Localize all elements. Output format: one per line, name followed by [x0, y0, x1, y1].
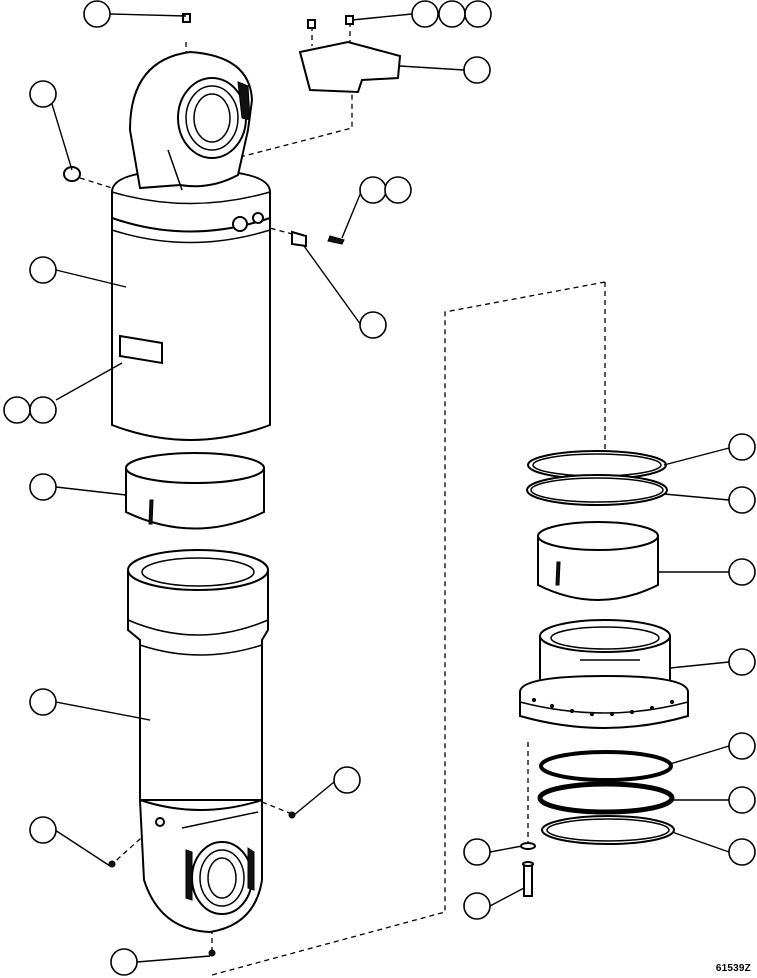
callout-circle — [29, 473, 57, 501]
cap-screws — [182, 13, 354, 29]
callout-circle — [29, 80, 57, 108]
leader-lines — [51, 13, 730, 963]
callout-circle — [359, 176, 387, 204]
callout-circle — [83, 0, 111, 28]
callout-circle — [29, 396, 57, 424]
rod-assembly — [108, 549, 296, 957]
callout-circle — [728, 786, 756, 814]
wear-band-left — [125, 452, 265, 530]
callout-circle — [384, 176, 412, 204]
callout-circle — [333, 766, 361, 794]
drawing-id-label: 61539Z — [715, 963, 751, 974]
callout-circle — [359, 311, 387, 339]
callout-circle — [728, 433, 756, 461]
callout-circle — [728, 838, 756, 866]
barrel-assembly — [63, 50, 345, 441]
callout-circle — [464, 0, 492, 28]
callout-circle — [29, 816, 57, 844]
callout-circle — [728, 732, 756, 760]
callout-circle — [438, 0, 466, 28]
callout-circle — [29, 688, 57, 716]
piston-bolt-holes — [531, 697, 675, 717]
alignment-lines — [79, 22, 606, 976]
callout-circle — [728, 558, 756, 586]
callout-circle — [463, 892, 491, 920]
piston-seal-stack — [519, 450, 689, 897]
callout-circle — [463, 56, 491, 84]
cover-bracket — [298, 40, 402, 94]
callout-circle — [463, 838, 491, 866]
callouts — [3, 0, 756, 976]
callout-circle — [29, 256, 57, 284]
callout-circle — [3, 396, 31, 424]
callout-circle — [110, 948, 138, 976]
callout-circle — [728, 486, 756, 514]
callout-circle — [728, 648, 756, 676]
callout-circle — [411, 0, 439, 28]
